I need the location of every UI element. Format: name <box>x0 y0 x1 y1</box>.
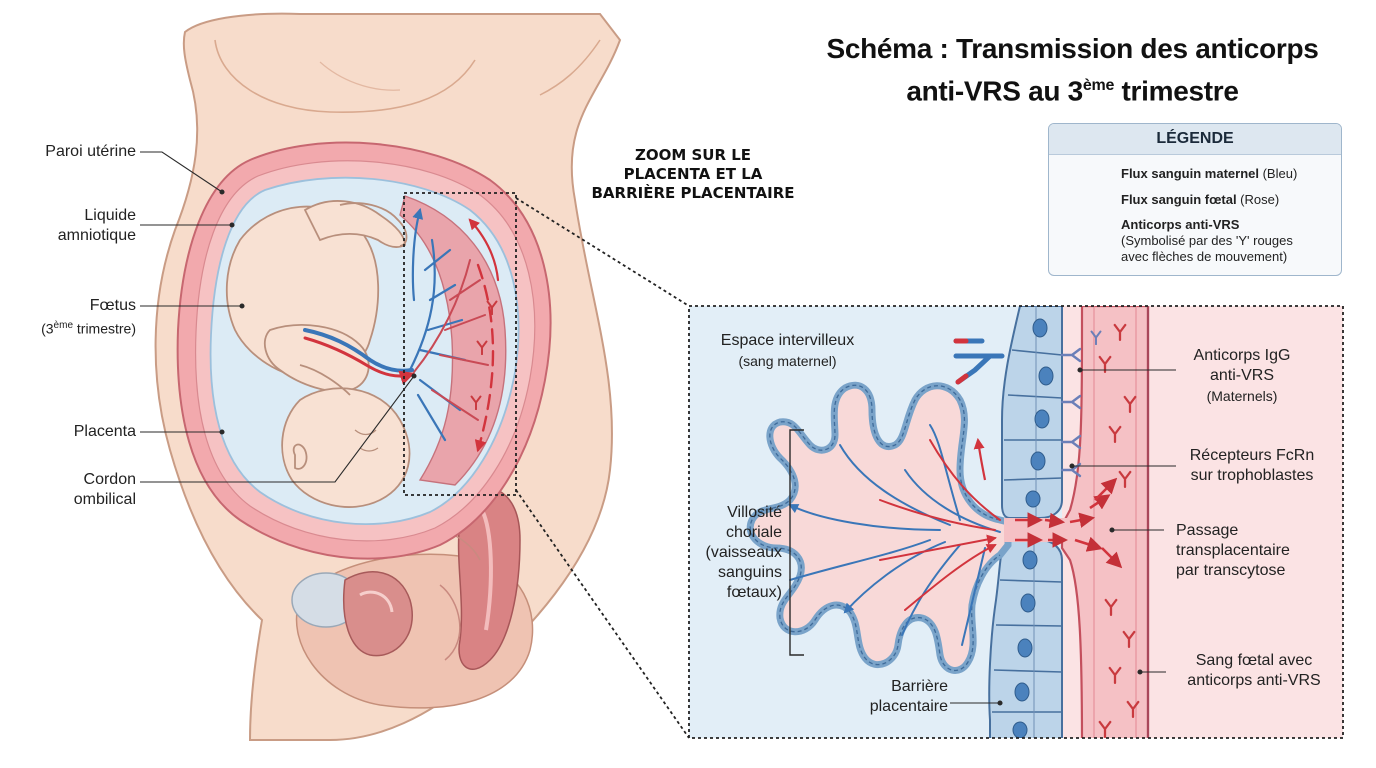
zoom-title-line-1: ZOOM SUR LE <box>634 146 752 164</box>
legend-antibody-line-3: avec flèches de mouvement) <box>1121 249 1288 264</box>
zoom-title-line-3: BARRIÈRE PLACENTAIRE <box>591 184 795 202</box>
label-fcrn-line-1: Récepteurs FcRn <box>1189 447 1315 464</box>
label-chorionic-villus: Villosité choriale (vaisseaux sanguins f… <box>706 503 782 603</box>
label-passage-line-3: par transcytose <box>1176 562 1286 579</box>
legend-fetal-bold: Flux sanguin fœtal <box>1121 192 1237 207</box>
maternal-igg-icon <box>953 338 1005 385</box>
legend-panel: LÉGENDE Flux sanguin maternel (Bleu) Flu… <box>1048 123 1342 276</box>
label-igg-line-2: anti-VRS <box>1209 367 1275 384</box>
label-placental-barrier: Barrière placentaire <box>870 677 948 717</box>
zoom-leader-lines <box>789 367 1176 706</box>
label-villus-line-3: (vaisseaux <box>705 544 782 561</box>
legend-fetal-flow: Flux sanguin fœtal (Rose) <box>1121 192 1279 208</box>
label-fetus-pre: (3 <box>41 320 54 337</box>
label-passage-line-2: transplacentaire <box>1176 542 1290 559</box>
label-intervillous-line-2: (sang maternel) <box>738 353 837 369</box>
legend-heading: LÉGENDE <box>1049 124 1341 155</box>
label-fcrn-line-2: sur trophoblastes <box>1190 467 1314 484</box>
title-line-2-sup: ème <box>1082 77 1115 94</box>
fcrn-receptor-icons <box>1060 347 1082 478</box>
legend-antibody-line-2: (Symbolisé par des 'Y' rouges <box>1121 233 1293 248</box>
label-villus-line-4: sanguins <box>717 564 782 581</box>
label-intervillous-line-1: Espace intervilleux <box>720 332 855 349</box>
legend-maternal-note: (Bleu) <box>1258 166 1298 181</box>
legend-antibody-bold: Anticorps anti-VRS <box>1121 217 1240 232</box>
label-villus-line-1: Villosité <box>727 504 782 521</box>
label-amniotic-line-1: Liquide <box>84 207 136 224</box>
label-fetal-blood-line-1: Sang fœtal avec <box>1195 652 1313 669</box>
legend-maternal-flow: Flux sanguin maternel (Bleu) <box>1121 166 1297 182</box>
label-transplacental-passage: Passage transplacentaire par transcytose <box>1176 521 1290 581</box>
label-umbilical-cord: Cordon ombilical <box>74 470 136 510</box>
label-fetus-sup: ème <box>53 320 73 331</box>
label-intervillous-space: Espace intervilleux (sang maternel) <box>700 331 875 371</box>
label-barrier-line-2: placentaire <box>869 698 948 715</box>
label-fetus-line-1: Fœtus <box>89 297 136 314</box>
pelvic-organs <box>291 486 534 709</box>
label-cord-line-1: Cordon <box>83 471 136 488</box>
title-line-2-pre: anti-VRS au 3 <box>906 75 1083 107</box>
label-amniotic-fluid: Liquide amniotique <box>58 206 136 246</box>
legend-antibody: Anticorps anti-VRS (Symbolisé par des 'Y… <box>1121 217 1293 265</box>
label-fetal-blood: Sang fœtal avec anticorps anti-VRS <box>1168 651 1340 691</box>
label-uterine-wall: Paroi utérine <box>45 143 136 160</box>
zoom-title-line-2: PLACENTA ET LA <box>623 165 763 183</box>
label-barrier-line-1: Barrière <box>891 678 948 695</box>
label-fetus: Fœtus (3ème trimestre) <box>41 296 136 339</box>
label-igg-line-1: Anticorps IgG <box>1193 347 1291 364</box>
title-line-2-post: trimestre <box>1114 75 1239 107</box>
left-leader-lines <box>140 151 417 483</box>
zoom-indicator <box>403 192 690 739</box>
legend-maternal-bold: Flux sanguin maternel <box>1121 166 1259 181</box>
label-amniotic-line-2: amniotique <box>57 227 136 244</box>
label-passage-line-1: Passage <box>1176 522 1239 539</box>
label-villus-line-2: choriale <box>725 524 782 541</box>
transcytosis-arrows <box>1015 477 1123 569</box>
label-fcrn-receptors: Récepteurs FcRn sur trophoblastes <box>1172 446 1332 486</box>
label-igg-line-3: (Maternels) <box>1206 388 1278 404</box>
legend-fetal-note: (Rose) <box>1236 192 1280 207</box>
diagram-title: Schéma : Transmission des anticorps anti… <box>780 30 1365 109</box>
title-line-1: Schéma : Transmission des anticorps <box>826 33 1319 64</box>
placental-vessels <box>303 207 500 453</box>
label-villus-line-5: fœtaux) <box>726 584 782 601</box>
zoom-title: ZOOM SUR LE PLACENTA ET LA BARRIÈRE PLAC… <box>568 146 818 203</box>
label-fetus-post: trimestre) <box>73 320 136 337</box>
label-fetal-blood-line-2: anticorps anti-VRS <box>1187 672 1321 689</box>
label-placenta: Placenta <box>73 423 136 440</box>
label-igg-antibodies: Anticorps IgG anti-VRS (Maternels) <box>1178 346 1306 406</box>
fetus <box>225 200 411 508</box>
zoom-panel <box>688 305 1344 739</box>
label-cord-line-2: ombilical <box>73 491 136 508</box>
